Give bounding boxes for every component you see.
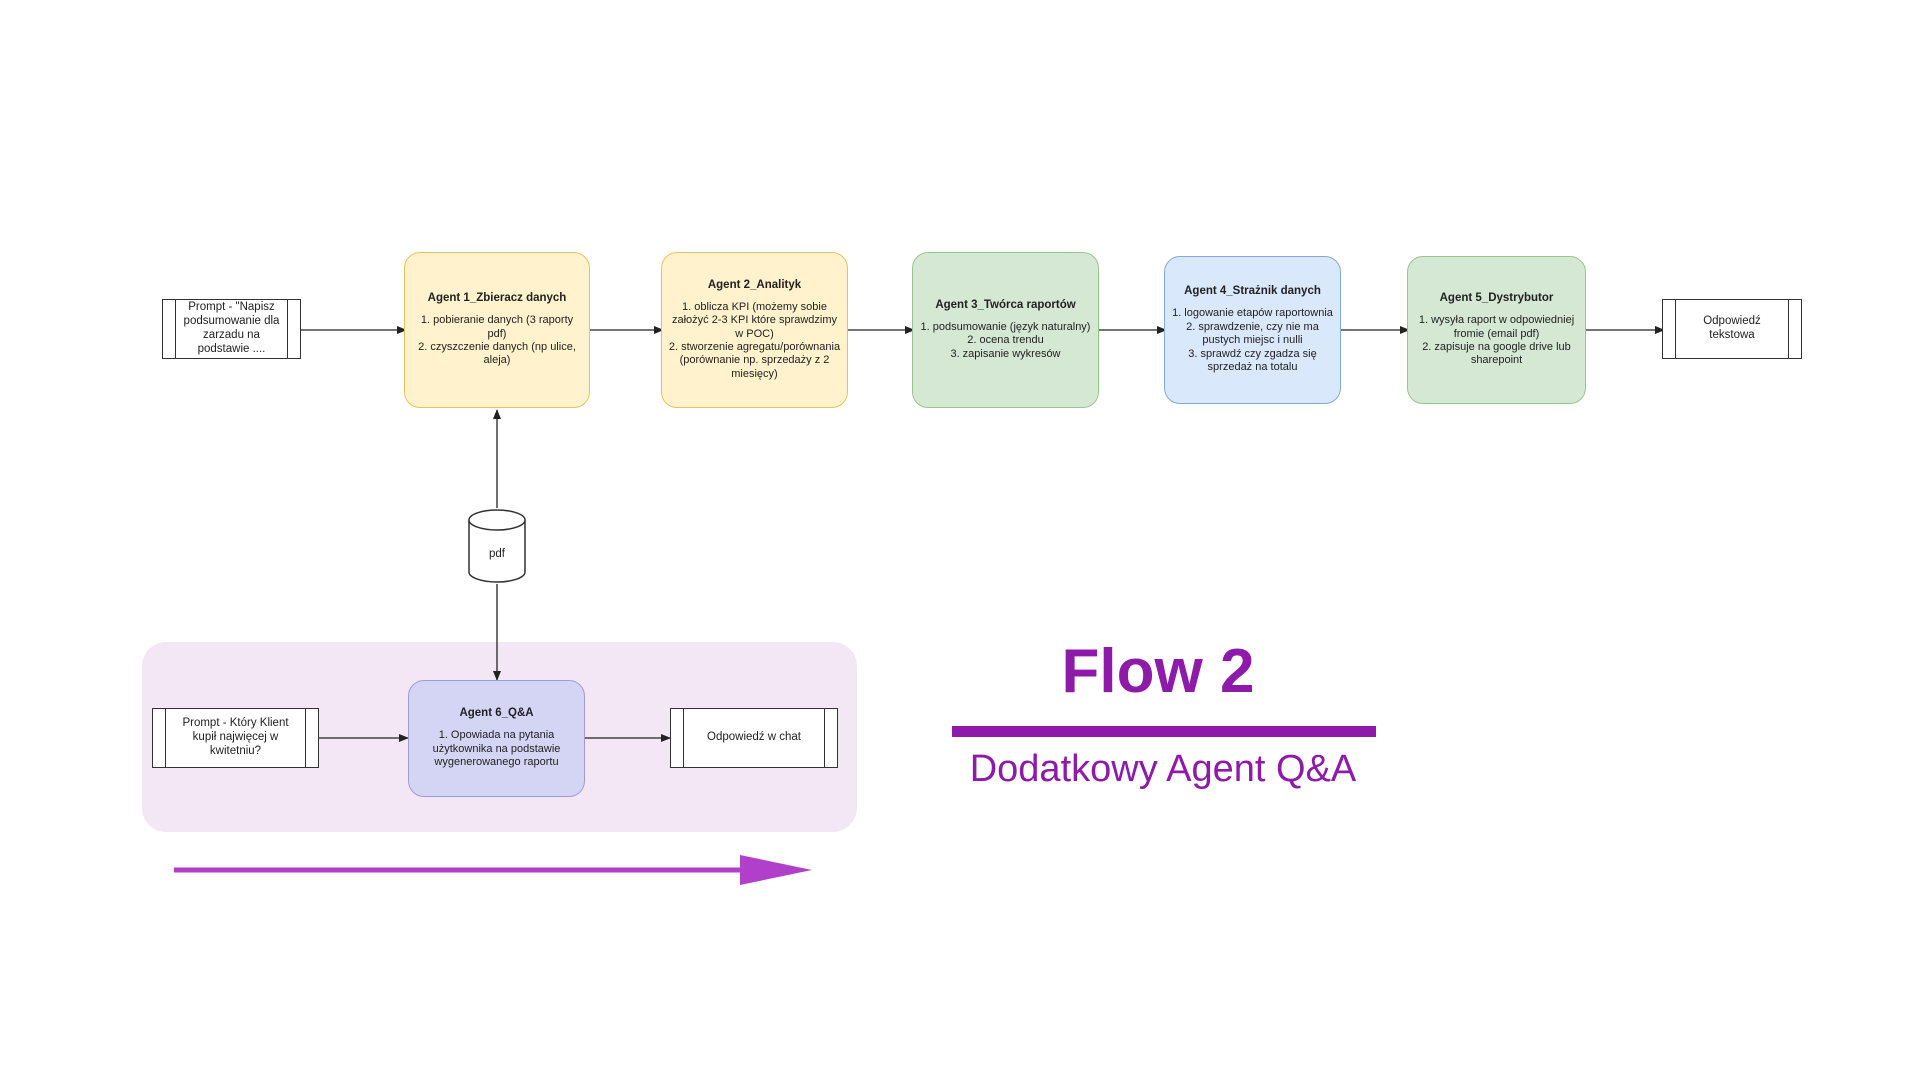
agent-6-tasks: 1. Opowiada na pytania użytkownika na po… <box>415 729 578 769</box>
agent-4-task: 3. sprawdź czy zgadza się sprzedaż na to… <box>1188 347 1317 374</box>
agent-1-zbieracz-danych: Agent 1_Zbieracz danych 1. pobieranie da… <box>404 252 590 408</box>
agent-5-tasks: 1. wysyła raport w odpowiedniej fromie (… <box>1414 314 1579 368</box>
agent-3-task: 3. zapisanie wykresów <box>950 347 1061 360</box>
agent-1-title: Agent 1_Zbieracz danych <box>427 292 567 305</box>
agent-4-tasks: 1. logowanie etapów raportownia 2. spraw… <box>1171 307 1334 374</box>
flow-direction-arrow <box>174 855 812 885</box>
agent-2-task: 2. stworzenie agregatu/porównania (porów… <box>668 341 841 380</box>
agent-6-qa: Agent 6_Q&A 1. Opowiada na pytania użytk… <box>408 680 585 797</box>
flow-title-underline <box>952 726 1376 737</box>
flow-title: Flow 2 <box>1061 637 1255 706</box>
agent-4-straznik-danych: Agent 4_Strażnik danych 1. logowanie eta… <box>1164 256 1341 404</box>
agent-1-task: 1. pobieranie danych (3 raporty pdf) <box>420 314 574 340</box>
pdf-datastore: pdf <box>467 508 527 584</box>
qa-output-box: Odpowiedź w chat <box>670 708 838 768</box>
agent-5-task: 2. zapisuje na google drive lub sharepoi… <box>1422 341 1571 367</box>
agent-3-title: Agent 3_Twórca raportów <box>935 298 1076 311</box>
flow-subtitle: Dodatkowy Agent Q&A <box>969 748 1357 790</box>
agent-6-title: Agent 6_Q&A <box>459 707 534 720</box>
datastore-label: pdf <box>489 548 505 560</box>
main-prompt-text: Prompt - "Napisz podsumowanie dla zarzad… <box>183 301 280 355</box>
agent-5-dystrybutor: Agent 5_Dystrybutor 1. wysyła raport w o… <box>1407 256 1586 404</box>
main-prompt-box: Prompt - "Napisz podsumowanie dla zarzad… <box>162 299 301 359</box>
qa-prompt-text: Prompt - Który Klient kupił najwięcej w … <box>182 717 289 757</box>
qa-output-text: Odpowiedź w chat <box>707 731 801 744</box>
agent-3-tasks: 1. podsumowanie (język naturalny) 2. oce… <box>921 321 1091 361</box>
database-icon <box>468 509 526 583</box>
agent-2-task: 1. oblicza KPI (możemy sobie założyć 2-3… <box>671 300 838 340</box>
agent-3-task: 2. ocena trendu <box>967 334 1044 347</box>
agent-4-title: Agent 4_Strażnik danych <box>1184 285 1321 298</box>
main-output-box: Odpowiedź tekstowa <box>1662 299 1802 359</box>
qa-prompt-box: Prompt - Który Klient kupił najwięcej w … <box>152 708 319 768</box>
agent-4-task: 2. sprawdzenie, czy nie ma pustych miejs… <box>1186 320 1319 347</box>
agent-5-title: Agent 5_Dystrybutor <box>1439 292 1554 305</box>
agent-3-task: 1. podsumowanie (język naturalny) <box>920 320 1091 333</box>
agent-2-tasks: 1. oblicza KPI (możemy sobie założyć 2-3… <box>668 301 841 381</box>
agent-1-task: 2. czyszczenie danych (np ulice, aleja) <box>418 341 576 367</box>
agent-6-task: 1. Opowiada na pytania użytkownika na po… <box>432 729 561 769</box>
main-output-text: Odpowiedź tekstowa <box>1703 315 1761 341</box>
agent-2-title: Agent 2_Analityk <box>707 278 802 291</box>
agent-5-task: 1. wysyła raport w odpowiedniej fromie (… <box>1418 314 1575 340</box>
agent-4-task: 1. logowanie etapów raportownia <box>1172 307 1333 320</box>
agent-2-analityk: Agent 2_Analityk 1. oblicza KPI (możemy … <box>661 252 848 408</box>
agent-3-tworca-raportow: Agent 3_Twórca raportów 1. podsumowanie … <box>912 252 1099 408</box>
agent-1-tasks: 1. pobieranie danych (3 raporty pdf) 2. … <box>411 314 583 368</box>
